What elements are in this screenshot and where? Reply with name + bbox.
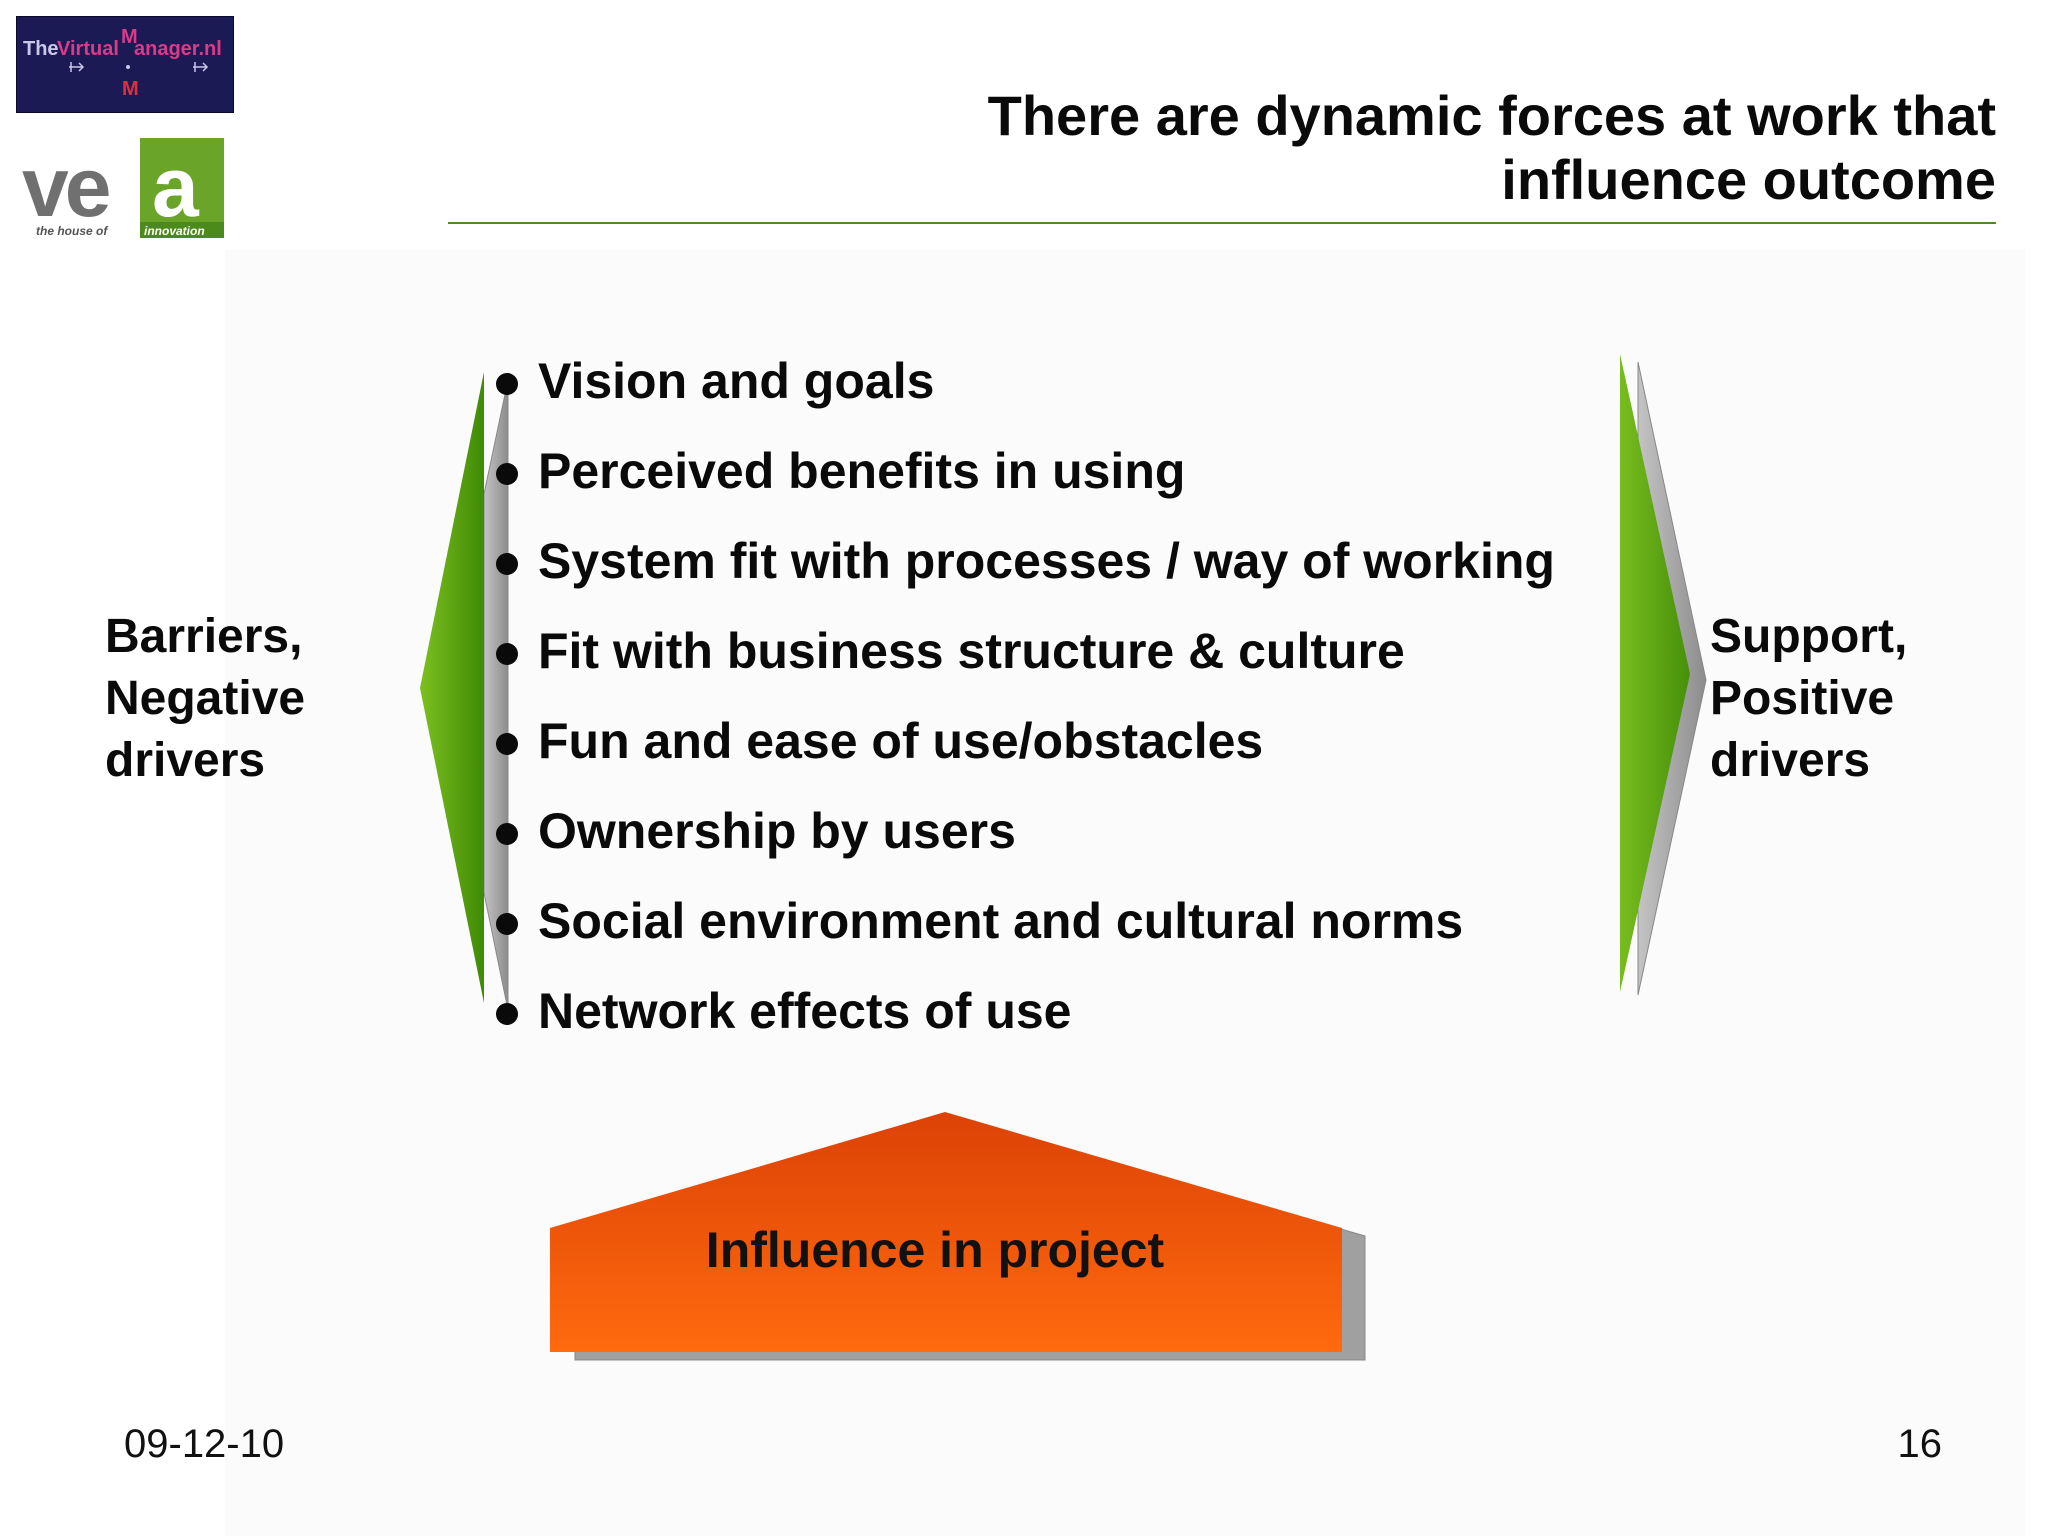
factor-text: Social environment and cultural norms bbox=[538, 893, 1464, 949]
barriers-label-line: Barriers, bbox=[105, 610, 303, 663]
support-label: Support, Positive drivers bbox=[1710, 606, 1970, 792]
factor-item: Vision and goals bbox=[492, 336, 1555, 426]
svg-text:a: a bbox=[152, 140, 200, 234]
bullet-icon bbox=[496, 733, 518, 755]
vea-logo: ve a the house of innovation bbox=[20, 138, 224, 238]
support-label-line: Support, bbox=[1710, 610, 1908, 663]
factor-item: Ownership by users bbox=[492, 786, 1555, 876]
support-label-line: Positive bbox=[1710, 672, 1895, 725]
house-shape bbox=[550, 1112, 1342, 1352]
factor-text: Vision and goals bbox=[538, 353, 935, 409]
title-divider bbox=[448, 222, 1996, 224]
factor-item: Fit with business structure & culture bbox=[492, 606, 1555, 696]
svg-text:The: The bbox=[23, 38, 59, 60]
slide-title: There are dynamic forces at work that in… bbox=[987, 84, 1996, 211]
factor-text: Perceived benefits in using bbox=[538, 443, 1186, 499]
thevirtualmanager-logo: The Virtual M anager.nl M bbox=[16, 16, 234, 113]
bullet-icon bbox=[496, 913, 518, 935]
svg-text:M: M bbox=[121, 26, 138, 48]
left-arrow bbox=[420, 372, 484, 1003]
svg-text:ve: ve bbox=[22, 140, 109, 234]
factor-list: Vision and goals Perceived benefits in u… bbox=[492, 336, 1555, 1056]
factor-text: Network effects of use bbox=[538, 983, 1072, 1039]
svg-text:Virtual: Virtual bbox=[57, 38, 119, 60]
factor-item: Social environment and cultural norms bbox=[492, 876, 1555, 966]
bullet-icon bbox=[496, 1003, 518, 1025]
factor-text: System fit with processes / way of worki… bbox=[538, 533, 1555, 589]
barriers-label-line: drivers bbox=[105, 734, 266, 787]
svg-text:the house of: the house of bbox=[36, 224, 108, 238]
factor-item: Perceived benefits in using bbox=[492, 426, 1555, 516]
page-number: 16 bbox=[1897, 1422, 1943, 1466]
svg-text:innovation: innovation bbox=[144, 224, 205, 238]
svg-text:M: M bbox=[122, 78, 139, 100]
factor-text: Fun and ease of use/obstacles bbox=[538, 713, 1264, 769]
factor-text: Fit with business structure & culture bbox=[538, 623, 1405, 679]
right-arrow bbox=[1620, 354, 1690, 992]
barriers-label: Barriers, Negative drivers bbox=[105, 606, 365, 792]
svg-text:anager.nl: anager.nl bbox=[134, 38, 222, 60]
factor-item: Fun and ease of use/obstacles bbox=[492, 696, 1555, 786]
bullet-icon bbox=[496, 373, 518, 395]
support-label-line: drivers bbox=[1710, 734, 1871, 787]
barriers-label-line: Negative bbox=[105, 672, 306, 725]
factor-item: System fit with processes / way of worki… bbox=[492, 516, 1555, 606]
factor-item: Network effects of use bbox=[492, 966, 1555, 1056]
influence-label: Influence in project bbox=[705, 1222, 1165, 1278]
bullet-icon bbox=[496, 823, 518, 845]
bullet-icon bbox=[496, 553, 518, 575]
factor-text: Ownership by users bbox=[538, 803, 1016, 859]
bullet-icon bbox=[496, 643, 518, 665]
bullet-icon bbox=[496, 463, 518, 485]
footer-date: 09-12-10 bbox=[124, 1422, 285, 1466]
